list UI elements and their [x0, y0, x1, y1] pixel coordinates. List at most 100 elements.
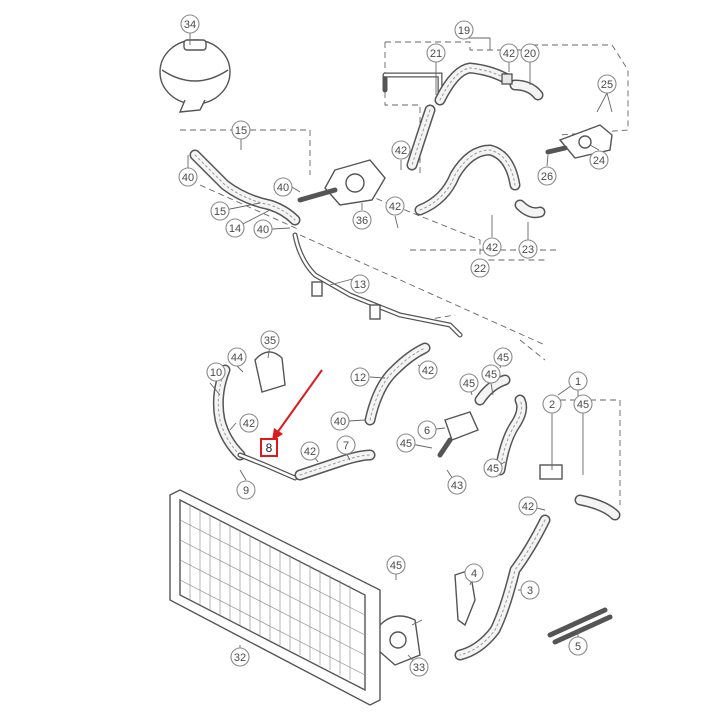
callout-label: 45	[487, 463, 499, 475]
callout-14: 14	[225, 218, 245, 238]
upper-hose-group	[382, 62, 544, 171]
callout-circle	[518, 239, 538, 259]
callout-label: 40	[277, 182, 289, 194]
highlight-label: 8	[266, 441, 273, 455]
callout-label: 25	[601, 79, 613, 91]
callout-45: 45	[573, 394, 593, 414]
callout-45: 45	[386, 555, 406, 575]
callout-42: 42	[391, 140, 411, 160]
callout-33: 33	[409, 657, 429, 677]
callout-circle	[227, 347, 247, 367]
callout-label: 45	[400, 438, 412, 450]
callout-32: 32	[230, 647, 250, 667]
callout-circle	[352, 210, 372, 230]
coolant-pipe-part-8	[237, 452, 298, 481]
metal-coolant-pipe	[292, 232, 463, 338]
callout-circle	[336, 435, 356, 455]
callout-circle	[537, 166, 557, 186]
callout-10: 10	[206, 362, 226, 382]
callout-label: 45	[577, 399, 589, 411]
callout-circle	[518, 496, 538, 516]
callout-40: 40	[273, 177, 293, 197]
callout-circle	[330, 411, 350, 431]
callout-circle	[239, 413, 259, 433]
callout-circle	[426, 43, 446, 63]
callout-circle	[573, 394, 593, 414]
callout-label: 5	[575, 641, 581, 653]
lower-return-hose	[414, 144, 546, 219]
callout-4: 4	[464, 563, 484, 583]
callout-circle	[396, 433, 416, 453]
callout-label: 45	[390, 560, 402, 572]
callout-circle	[418, 360, 438, 380]
callout-15: 15	[210, 201, 230, 221]
callout-44: 44	[227, 347, 247, 367]
callout-label: 45	[497, 352, 509, 364]
callout-label: 9	[243, 485, 249, 497]
callout-label: 20	[524, 48, 536, 60]
callout-label: 14	[229, 223, 241, 235]
callout-42: 42	[482, 237, 502, 257]
expansion-tank	[159, 39, 231, 113]
hose-12	[364, 342, 431, 426]
callout-42: 42	[499, 43, 519, 63]
callout-label: 15	[214, 206, 226, 218]
callout-13: 13	[350, 274, 370, 294]
callout-circle	[470, 258, 490, 278]
callout-label: 35	[264, 335, 276, 347]
callout-circle	[481, 364, 501, 384]
callout-label: 42	[389, 201, 401, 213]
callout-circle	[520, 43, 540, 63]
callout-circle	[230, 647, 250, 667]
tank-hose	[189, 149, 301, 226]
callout-circle	[447, 475, 467, 495]
callout-label: 6	[424, 425, 430, 437]
callout-label: 7	[343, 440, 349, 452]
callout-circle	[483, 458, 503, 478]
callout-label: 32	[234, 652, 246, 664]
callout-40: 40	[253, 219, 273, 239]
callout-label: 13	[354, 279, 366, 291]
callout-label: 42	[304, 446, 316, 458]
callout-label: 40	[257, 224, 269, 236]
callout-label: 42	[486, 242, 498, 254]
callout-6: 6	[417, 420, 437, 440]
highlight-callout: 8	[260, 369, 323, 457]
callout-36: 36	[352, 210, 372, 230]
callout-label: 19	[458, 25, 470, 37]
callout-circle	[210, 201, 230, 221]
callout-label: 26	[541, 171, 553, 183]
callout-circle	[253, 219, 273, 239]
clip-rods-5	[547, 607, 613, 645]
callout-5: 5	[568, 636, 588, 656]
callout-20: 20	[520, 43, 540, 63]
callout-label: 12	[354, 372, 366, 384]
callout-label: 40	[334, 416, 346, 428]
callout-circle	[520, 580, 540, 600]
callout-label: 40	[182, 172, 194, 184]
callout-35: 35	[260, 330, 280, 350]
callout-9: 9	[236, 480, 256, 500]
callout-circle	[482, 237, 502, 257]
callout-24: 24	[589, 150, 609, 170]
callout-21: 21	[426, 43, 446, 63]
electric-water-pump	[377, 615, 421, 666]
callout-label: 3	[527, 585, 533, 597]
callout-circle	[542, 394, 562, 414]
callout-circle	[589, 150, 609, 170]
callout-label: 43	[451, 480, 463, 492]
callout-42: 42	[300, 441, 320, 461]
callout-19: 19	[454, 20, 474, 40]
callout-circle	[180, 14, 200, 34]
callout-40: 40	[330, 411, 350, 431]
callout-45: 45	[396, 433, 416, 453]
callout-42: 42	[418, 360, 438, 380]
callout-circle	[260, 330, 280, 350]
callout-circle	[300, 441, 320, 461]
callout-34: 34	[180, 14, 200, 34]
callout-label: 42	[422, 365, 434, 377]
callout-label: 15	[235, 125, 247, 137]
callout-42: 42	[239, 413, 259, 433]
callout-circle	[350, 367, 370, 387]
